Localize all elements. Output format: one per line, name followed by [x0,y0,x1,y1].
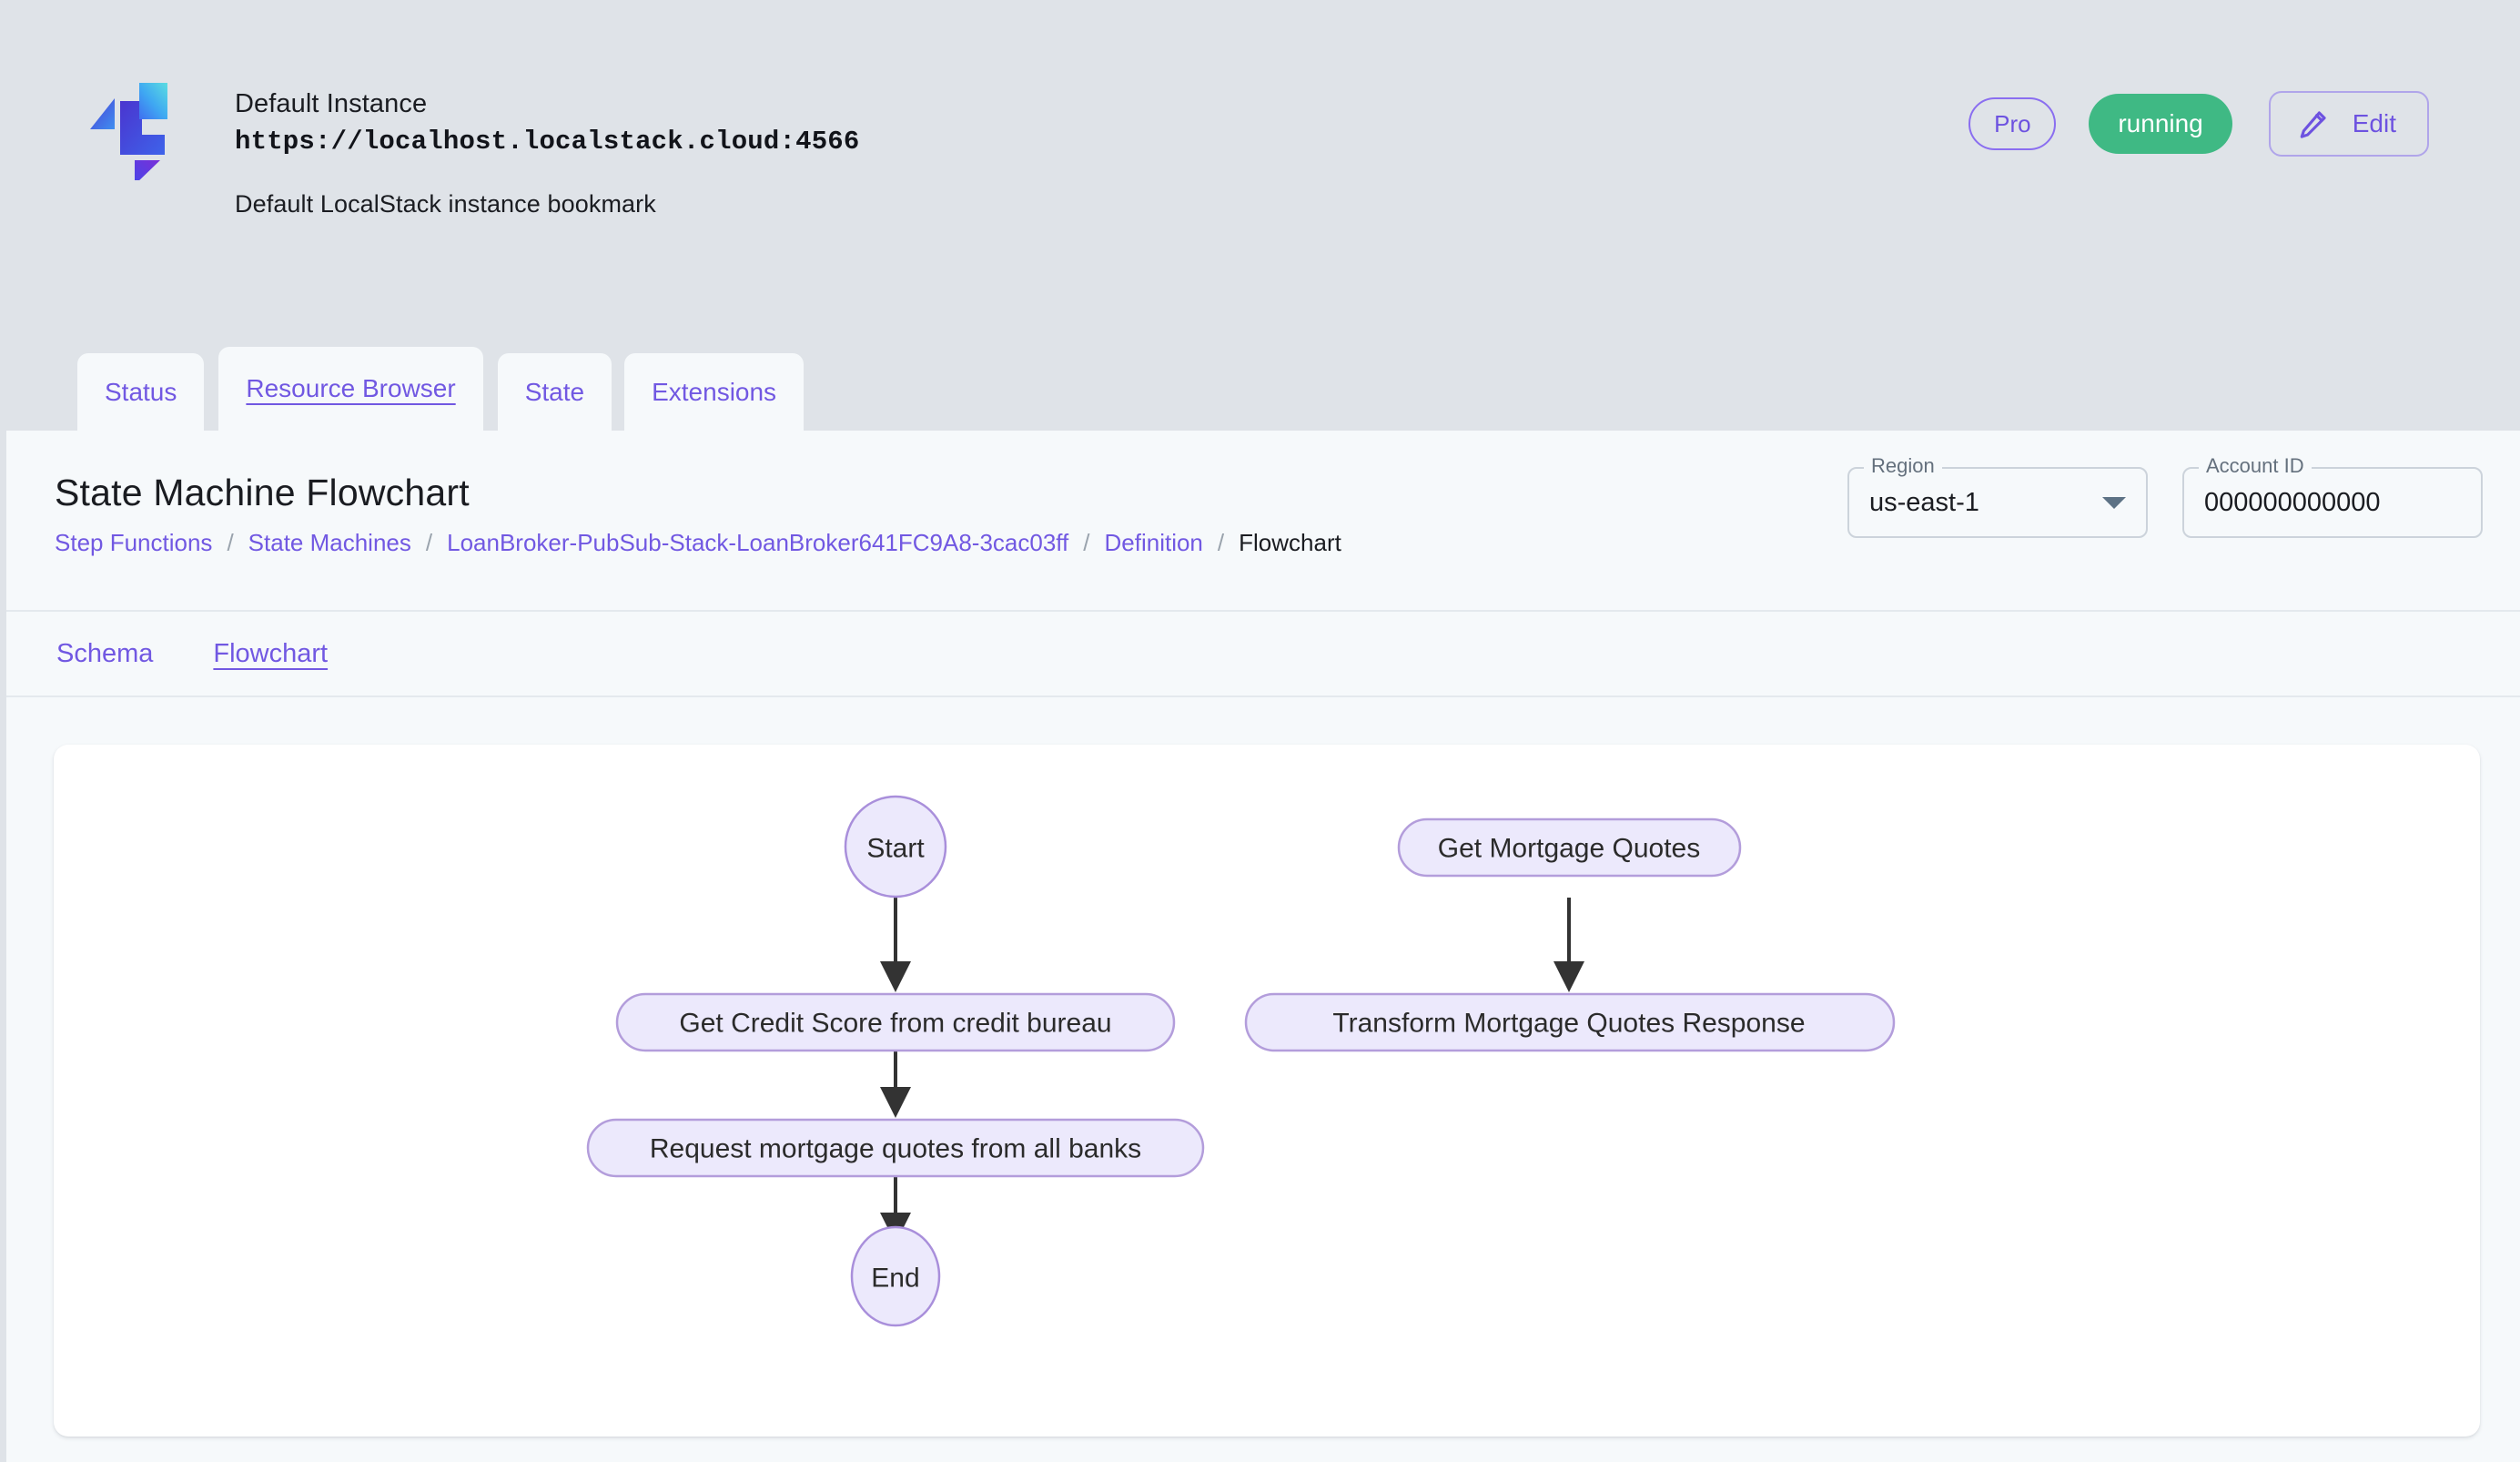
pro-badge[interactable]: Pro [1968,97,2057,150]
breadcrumb-item-state-machine-name[interactable]: LoanBroker-PubSub-Stack-LoanBroker641FC9… [447,529,1069,556]
header-actions: Pro running Edit [1968,91,2429,157]
breadcrumb: Step Functions / State Machines / LoanBr… [55,529,1341,557]
instance-brand: Default Instance https://localhost.local… [87,80,860,218]
pencil-icon [2298,108,2329,139]
instance-header: Default Instance https://localhost.local… [0,0,2520,431]
flow-node-get-credit-score[interactable]: Get Credit Score from credit bureau [615,992,1176,1052]
sub-tab-bar: Schema Flowchart [6,612,2520,697]
resource-browser-content: State Machine Flowchart Step Functions /… [6,431,2520,1462]
flow-node-request-quotes-label: Request mortgage quotes from all banks [650,1134,1141,1164]
breadcrumb-item-flowchart: Flowchart [1239,529,1341,556]
breadcrumb-item-definition[interactable]: Definition [1104,529,1203,556]
flow-node-get-mortgage-quotes[interactable]: Get Mortgage Quotes [1397,817,1742,878]
tab-extensions-label: Extensions [652,377,777,406]
flow-node-end[interactable]: End [850,1225,941,1327]
edge-arrow-head [1553,961,1584,992]
breadcrumb-item-step-functions[interactable]: Step Functions [55,529,213,556]
tab-state-label: State [524,377,585,406]
tab-state[interactable]: State [497,353,612,431]
instance-description: Default LocalStack instance bookmark [235,190,656,218]
instance-text-block: Default Instance https://localhost.local… [235,87,860,218]
localstack-logo-icon [87,80,167,180]
breadcrumb-separator: / [1217,529,1225,556]
flow-node-start-label: Start [866,834,925,864]
flowchart-svg: Start Get Credit Score from credit burea… [586,795,1896,1327]
breadcrumb-separator: / [425,529,433,556]
breadcrumb-item-state-machines[interactable]: State Machines [248,529,411,556]
flow-node-transform-response[interactable]: Transform Mortgage Quotes Response [1244,992,1896,1052]
flow-node-request-quotes[interactable]: Request mortgage quotes from all banks [586,1118,1205,1178]
instance-title: Default Instance [235,89,428,118]
account-id-value: 000000000000 [2204,487,2381,517]
tab-status[interactable]: Status [77,353,205,431]
tab-resource-browser-label: Resource Browser [246,374,456,402]
flowchart-edges [880,898,1584,1244]
account-id-label: Account ID [2199,454,2312,478]
region-label: Region [1864,454,1942,478]
flow-node-end-label: End [871,1264,919,1294]
tab-status-label: Status [105,377,177,406]
tab-extensions[interactable]: Extensions [624,353,805,431]
breadcrumb-separator: / [227,529,234,556]
instance-url: https://localhost.localstack.cloud:4566 [235,127,860,157]
region-value: us-east-1 [1869,487,1979,517]
region-select[interactable]: Region us-east-1 [1847,454,2148,538]
flow-node-get-mortgage-quotes-label: Get Mortgage Quotes [1438,834,1701,864]
subtab-flowchart[interactable]: Flowchart [213,638,329,668]
region-account-fields: Region us-east-1 Account ID 000000000000 [1847,454,2483,538]
account-id-field[interactable]: Account ID 000000000000 [2182,454,2483,538]
tab-resource-browser[interactable]: Resource Browser [218,347,483,431]
breadcrumb-separator: / [1083,529,1090,556]
edge-arrow-head [880,961,911,992]
page-title: State Machine Flowchart [55,472,470,513]
status-badge: running [2089,94,2232,154]
edge-arrow-head [880,1087,911,1118]
page-title-bar: State Machine Flowchart Step Functions /… [6,431,2520,612]
edit-button[interactable]: Edit [2268,91,2429,157]
edit-button-label: Edit [2352,109,2396,137]
subtab-schema[interactable]: Schema [56,638,154,668]
flow-node-start[interactable]: Start [844,795,947,899]
flow-node-transform-response-label: Transform Mortgage Quotes Response [1332,1009,1805,1039]
main-tab-bar: Status Resource Browser State Extensions [77,347,805,431]
flow-node-get-credit-score-label: Get Credit Score from credit bureau [679,1009,1111,1039]
flowchart-canvas[interactable]: Start Get Credit Score from credit burea… [54,745,2480,1437]
chevron-down-icon [2102,496,2126,509]
